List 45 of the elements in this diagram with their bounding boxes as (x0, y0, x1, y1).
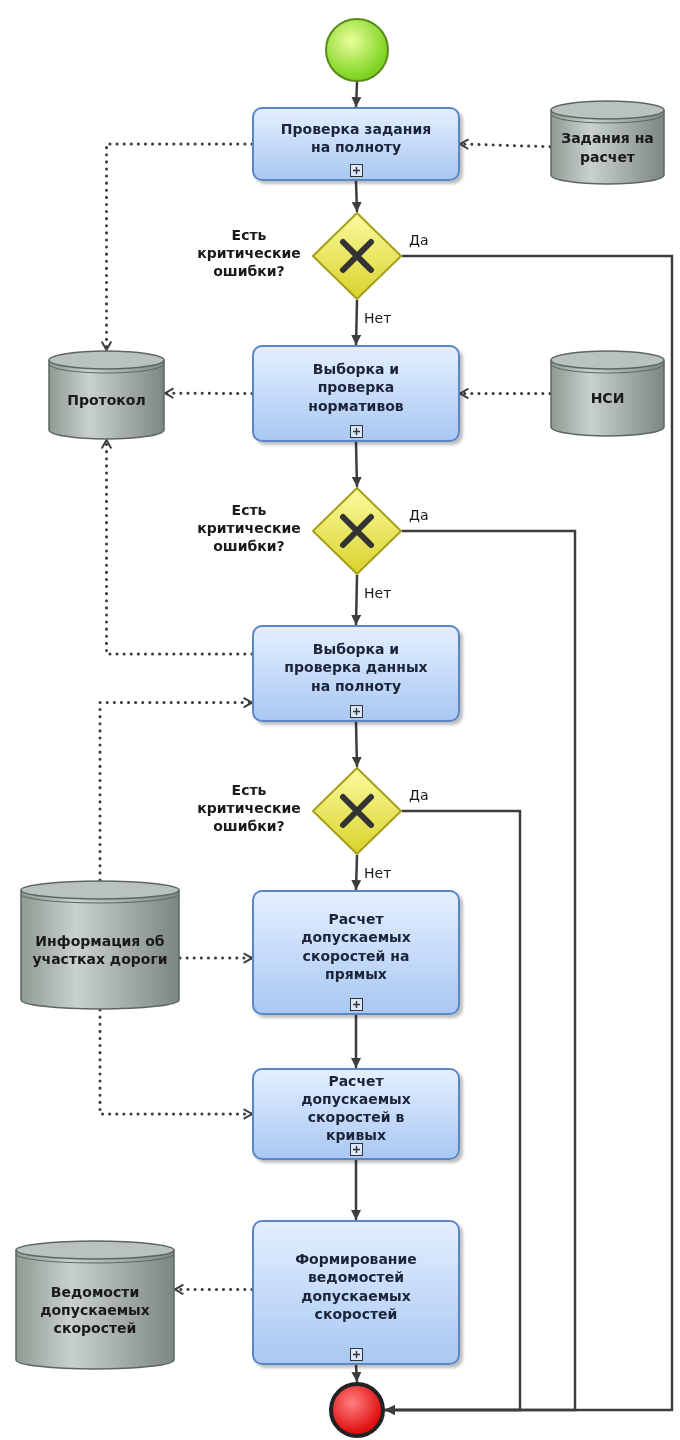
task-label: Выборка и проверка данных на полноту (283, 640, 429, 695)
flow-arrow (351, 574, 362, 626)
data-store-label: Ведомости допускаемых скоростей (39, 1282, 151, 1338)
subprocess-box (252, 107, 460, 181)
gateway-question: Есть критические ошибки? (196, 226, 302, 281)
association-arrow (458, 138, 552, 150)
flow-arrow (351, 299, 362, 346)
association-arrow (98, 696, 254, 882)
flow-arrow (351, 180, 362, 213)
flow-arrow (351, 441, 362, 488)
subprocess-box (252, 1220, 460, 1365)
task-label: Проверка задания на полноту (279, 119, 433, 157)
subprocess-box (252, 1068, 460, 1160)
gateway-question: Есть критические ошибки? (196, 781, 302, 836)
flow-arrow (351, 81, 362, 108)
flow-arrow (351, 1364, 362, 1383)
task-label: Расчет допускаемых скоростей в кривых (300, 1071, 412, 1145)
subprocess-box (252, 345, 460, 442)
association-arrow (98, 1008, 254, 1120)
subprocess-box (252, 625, 460, 722)
association-arrow (163, 387, 254, 399)
edge-label: Да (408, 232, 430, 249)
flow-arrow (351, 1160, 361, 1220)
data-store-label: НСИ (590, 389, 625, 408)
task-label: Выборка и проверка нормативов (307, 360, 405, 415)
end-event-circle (329, 1382, 385, 1438)
task-label: Формирование ведомостей допускаемых скоростей (294, 1250, 418, 1323)
association-arrow (100, 438, 254, 656)
association-arrow (100, 142, 254, 352)
association-arrow (173, 1283, 254, 1296)
edge-label: Да (408, 787, 430, 804)
start-event-circle (325, 18, 389, 82)
gateway-question: Есть критические ошибки? (196, 501, 302, 556)
association-arrow (458, 387, 552, 400)
flow-arrow (351, 854, 362, 891)
task-label: Расчет допускаемых скоростей на прямых (300, 910, 412, 983)
data-store-label: Задания на расчет (560, 129, 655, 166)
edge-label: Да (408, 507, 430, 524)
flow-arrow (351, 1015, 361, 1068)
association-arrow (178, 952, 254, 964)
subprocess-box (252, 890, 460, 1015)
data-store-label: Протокол (67, 390, 146, 410)
flow-arrow (351, 721, 362, 768)
flow-arrow (385, 809, 522, 1415)
data-store-label: Информация об участках дороги (31, 931, 169, 969)
